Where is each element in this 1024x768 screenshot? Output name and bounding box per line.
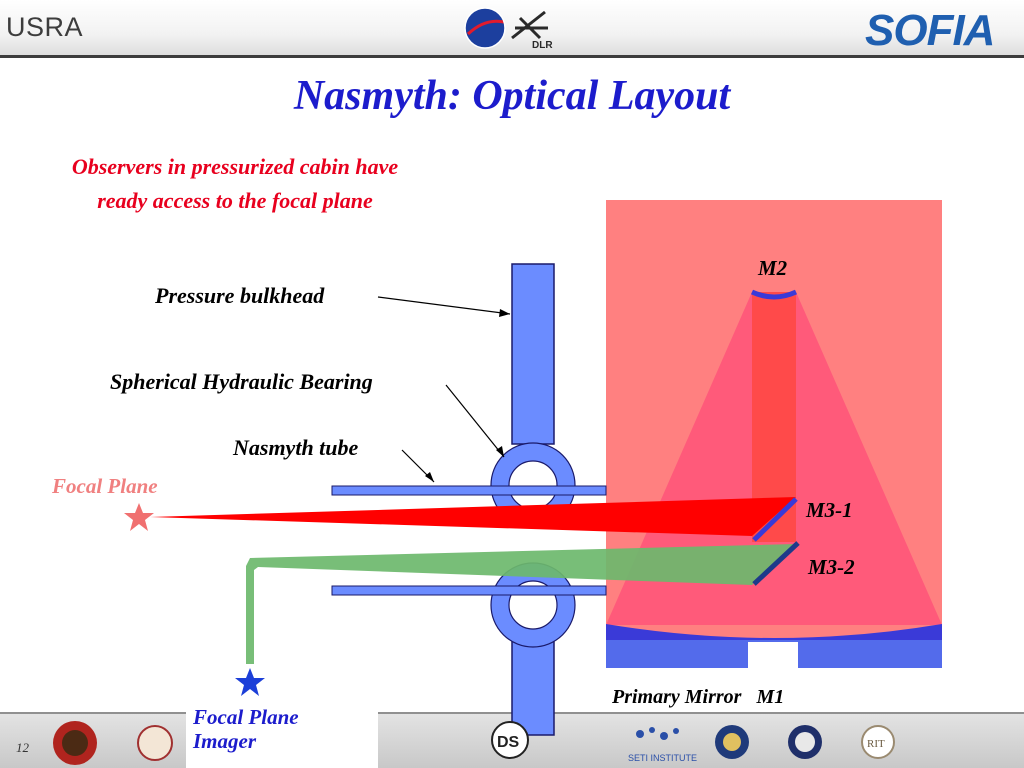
focal-plane-star-icon — [124, 503, 154, 531]
imager-beam — [246, 544, 796, 664]
focal-plane-imager-label: Focal Plane Imager — [193, 705, 299, 753]
svg-text:DLR: DLR — [532, 40, 553, 51]
bearing-lower — [491, 563, 575, 647]
primary-mirror-label: Primary Mirror M1 — [612, 686, 785, 708]
focal-plane-label: Focal Plane — [52, 474, 158, 498]
svg-text:RIT: RIT — [867, 738, 885, 750]
imager-label-backdrop — [186, 706, 378, 768]
seti-logo-icon: SETI INSTITUTE — [628, 727, 697, 763]
observer-note: Observers in pressurized cabin have read… — [71, 154, 399, 213]
bearing-label: Spherical Hydraulic Bearing — [110, 369, 373, 394]
m3-2-label: M3-2 — [808, 555, 855, 579]
slide-title: Nasmyth: Optical Layout — [293, 73, 731, 119]
svg-text:DS: DS — [497, 734, 520, 751]
m2-label: M2 — [758, 256, 788, 280]
m3-2-mirror — [752, 541, 800, 586]
svg-text:SETI INSTITUTE: SETI INSTITUTE — [628, 753, 697, 763]
dlr-logo-icon: DLR — [511, 10, 553, 51]
primary-mirror-hole — [748, 642, 798, 668]
pressure-bulkhead-upper — [511, 263, 555, 445]
pressure-bulkhead-label: Pressure bulkhead — [155, 283, 325, 308]
focal-plane-beam — [150, 497, 796, 536]
m3-1-mirror — [752, 497, 798, 542]
bearing-leader — [445, 384, 505, 458]
m3-1-label: M3-1 — [806, 498, 853, 522]
m2-mirror — [750, 289, 798, 300]
pressure-bulkhead-lower — [511, 639, 555, 736]
imager-star-icon — [235, 668, 265, 696]
nasa-logo-icon — [464, 7, 506, 49]
page-number: 12 — [16, 740, 29, 755]
header-bar — [0, 0, 1024, 57]
header-rule — [0, 55, 1024, 58]
footer-logos: DS SETI INSTITUTE RIT — [53, 721, 895, 765]
usra-logo: USRA — [6, 12, 84, 42]
bulkhead-leader — [377, 296, 511, 315]
sofia-logo: SOFIA — [865, 6, 995, 55]
nasmyth-tube-lower — [331, 585, 607, 596]
nasmyth-tube-upper — [331, 485, 607, 496]
nasmyth-tube-label: Nasmyth tube — [233, 435, 359, 460]
